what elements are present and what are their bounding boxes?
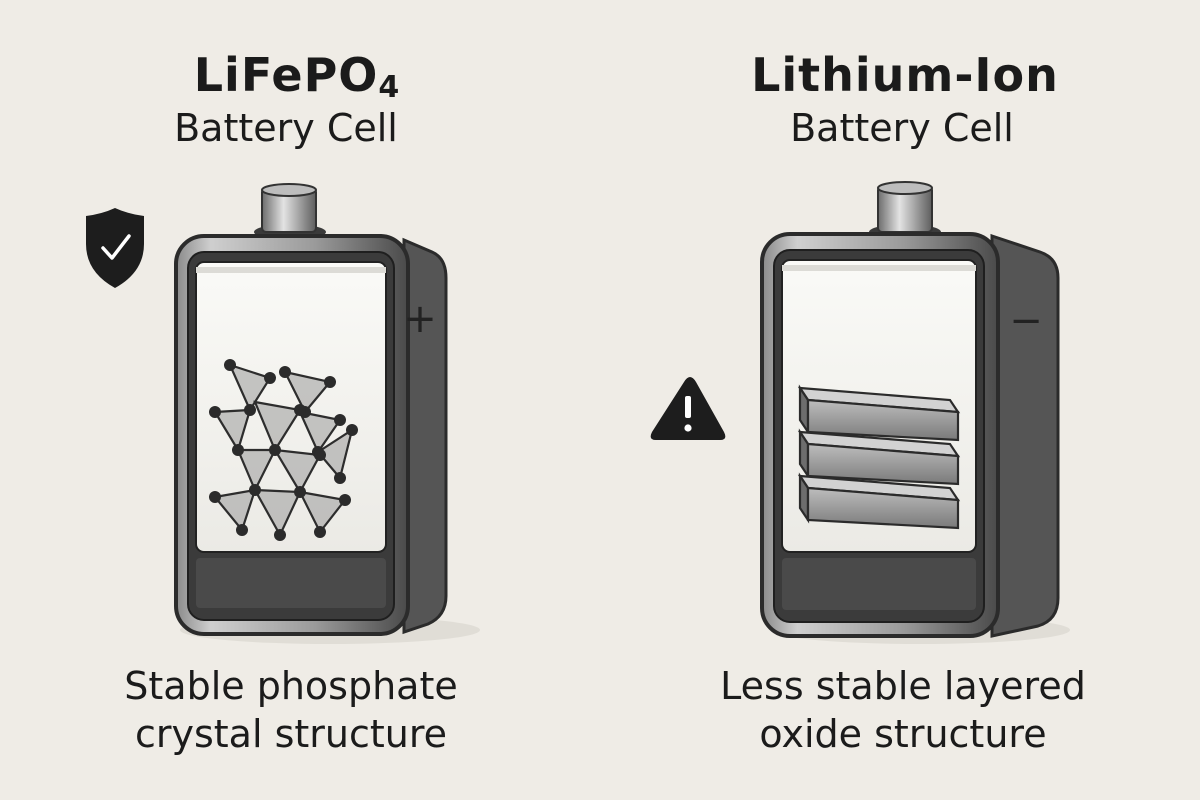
lithium-ion-title: Lithium-Ion <box>751 48 1059 102</box>
layered-oxide-structure <box>797 384 961 530</box>
lifepo4-cell-illustration: + <box>86 183 480 644</box>
lithium-ion-caption: Less stable layered oxide structure <box>603 662 1200 758</box>
lithium-ion-subtitle: Battery Cell <box>790 106 1014 150</box>
negative-terminal-sign: − <box>1009 298 1043 344</box>
positive-terminal-sign: + <box>403 296 437 342</box>
lithium-ion-caption-line1: Less stable layered <box>720 664 1086 708</box>
lifepo4-title: LiFePO4 <box>193 48 401 105</box>
phosphate-crystal-structure <box>212 363 354 538</box>
lifepo4-caption: Stable phosphate crystal structure <box>0 662 591 758</box>
lifepo4-subtitle: Battery Cell <box>174 106 398 150</box>
lithium-ion-caption-line2: oxide structure <box>759 712 1047 756</box>
lifepo4-panel: LiFePO4 Battery Cell <box>0 48 591 758</box>
lifepo4-caption-line2: crystal structure <box>134 712 448 756</box>
warning-triangle-icon <box>650 377 726 440</box>
lifepo4-caption-line1: Stable phosphate <box>124 664 458 708</box>
shield-check-icon <box>86 208 144 288</box>
lithium-ion-panel: Lithium-Ion Battery Cell <box>600 0 1200 800</box>
lithium-ion-cell-illustration: − <box>650 181 1070 644</box>
